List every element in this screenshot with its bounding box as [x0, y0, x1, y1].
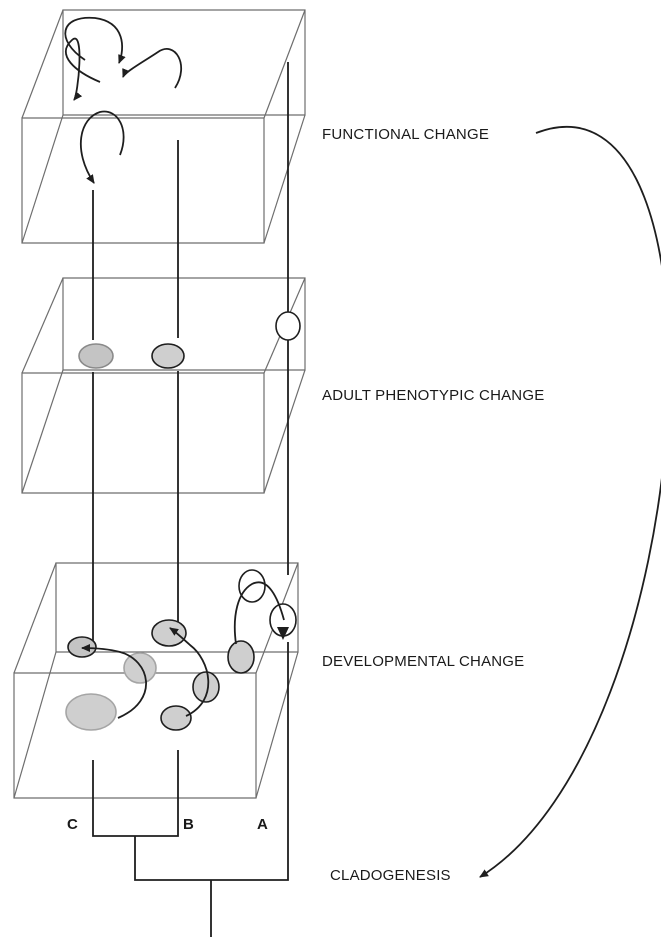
functional-arrow-4: [79, 110, 125, 184]
developmental-b: [151, 619, 220, 731]
functional-arrow-3: [122, 48, 182, 89]
phenotype-c: [78, 343, 114, 369]
developmental-c: [65, 636, 157, 731]
label-cladogenesis: CLADOGENESIS: [330, 867, 451, 884]
return-arc-arrow: [479, 125, 661, 878]
functional-arrow-2: [65, 37, 101, 101]
taxon-label-b: B: [183, 816, 194, 833]
label-developmental-change: DEVELOPMENTAL CHANGE: [322, 653, 524, 670]
developmental-a: [227, 569, 297, 674]
functional-arrows: [64, 17, 182, 184]
functional-box: [21, 9, 306, 244]
developmental-arrow-b: [169, 627, 210, 717]
taxon-label-a: A: [257, 816, 268, 833]
developmental-arrow-c: [81, 644, 147, 719]
developmental-box: [13, 562, 299, 799]
cladogram: [92, 808, 289, 937]
adult-phenotypes: [78, 311, 301, 369]
taxon-label-c: C: [67, 816, 78, 833]
functional-arrow-1: [64, 17, 126, 64]
developmental-arrowhead-a: [277, 627, 289, 640]
adult-box: [21, 277, 306, 494]
phenotype-b: [151, 343, 185, 369]
phenotype-a: [275, 311, 301, 341]
developmental-arrow-a: [233, 581, 285, 645]
label-adult-phenotypic-change: ADULT PHENOTYPIC CHANGE: [322, 387, 544, 404]
label-functional-change: FUNCTIONAL CHANGE: [322, 126, 489, 143]
